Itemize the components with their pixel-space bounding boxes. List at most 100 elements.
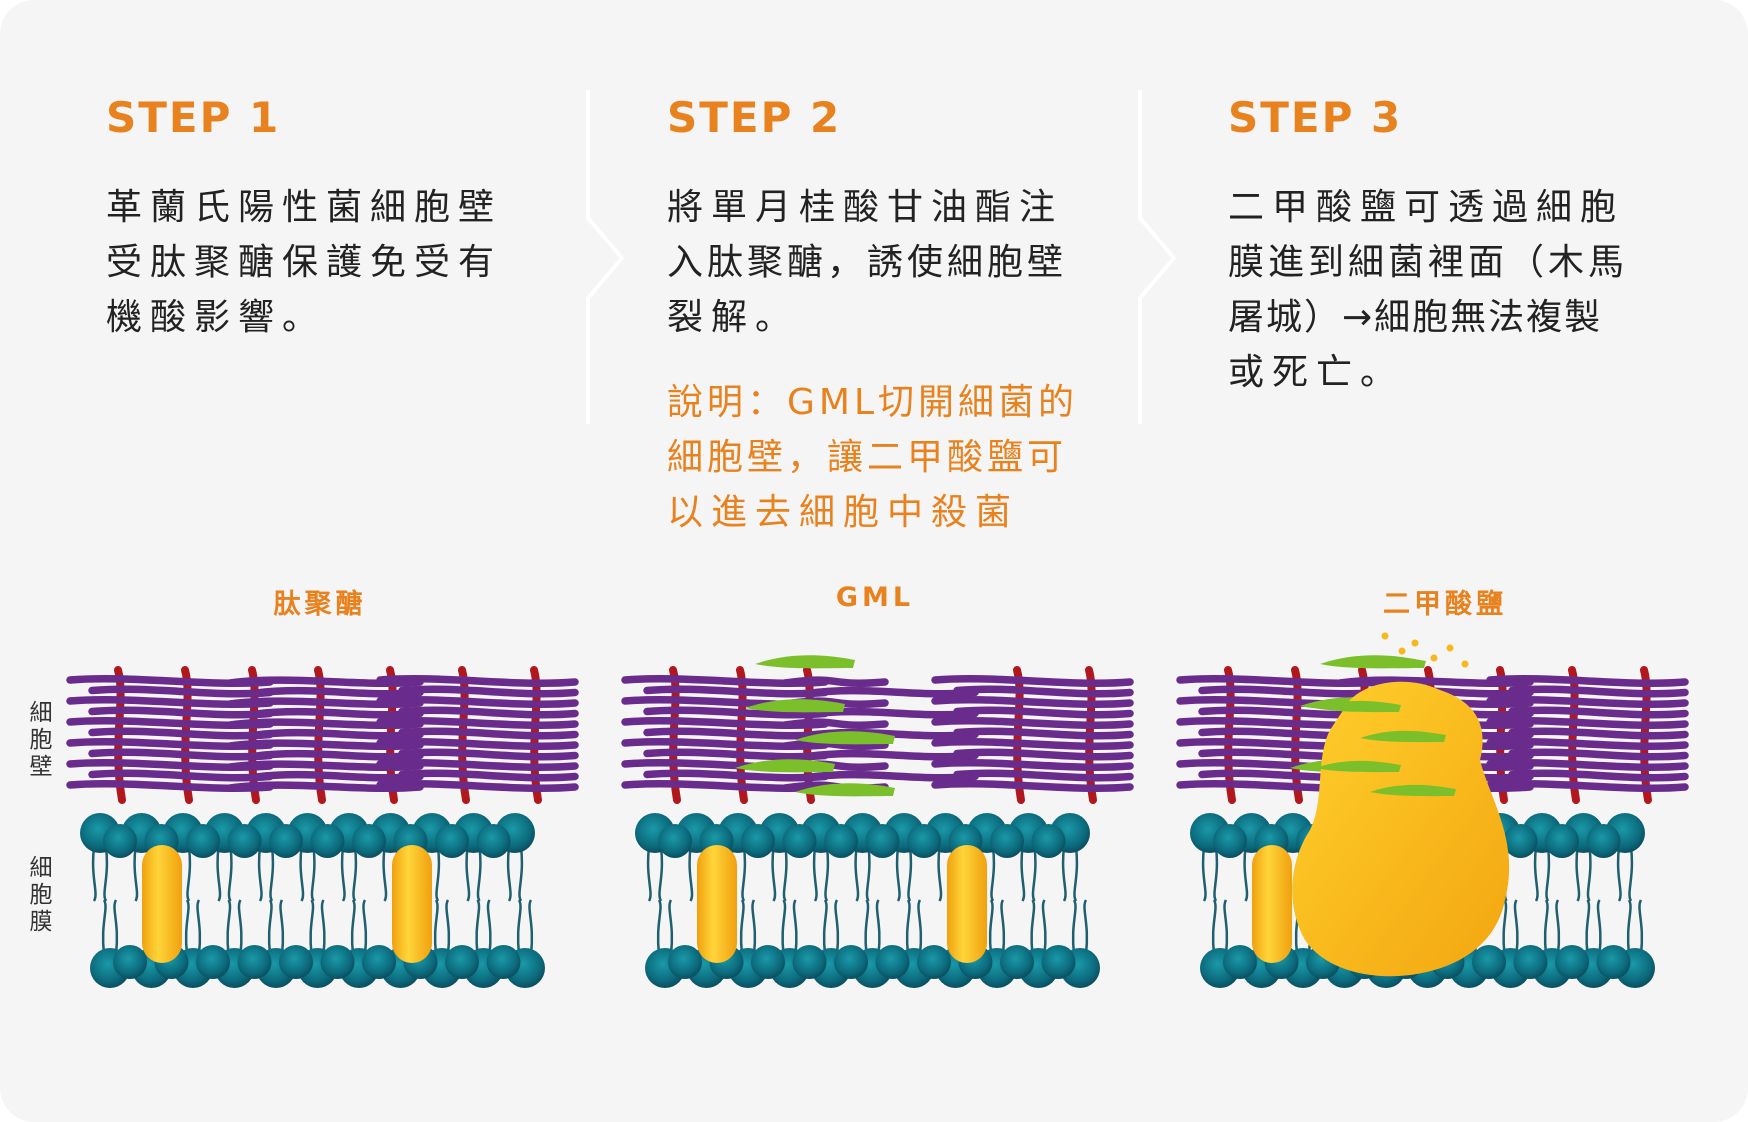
lipid-tail xyxy=(299,846,305,902)
glycan-strand xyxy=(248,749,424,761)
glycan-strand xyxy=(398,748,579,761)
lipid-tail xyxy=(1073,846,1079,902)
lipid-head xyxy=(782,824,817,858)
lipid-tail xyxy=(1585,899,1591,955)
gml-label: GML xyxy=(835,582,915,613)
step-3: STEP 3 二甲酸鹽可透過細胞 膜進到細菌裡面（木馬 屠城）→細胞無法複製 或… xyxy=(1228,90,1668,400)
gml-molecule xyxy=(745,699,845,713)
lipid-tail xyxy=(101,899,107,955)
lipid-tail xyxy=(237,899,243,955)
glycan-strand xyxy=(1486,780,1689,792)
glycan-strand xyxy=(248,707,424,719)
step-description: 革蘭氏陽性菌細胞壁 受肽聚醣保護免受有 機酸影響。 xyxy=(106,180,546,345)
lipid-tail xyxy=(1586,846,1592,902)
lipid-tail xyxy=(990,846,996,902)
gml-molecule xyxy=(755,655,855,669)
lipid-tail xyxy=(1000,899,1006,955)
glycan-strand xyxy=(953,769,1134,782)
glycan-strand xyxy=(1508,769,1689,782)
lipid-tail xyxy=(227,846,233,902)
glycan-strand xyxy=(376,759,579,771)
lipid-tail xyxy=(352,846,358,902)
glycan-strand xyxy=(376,675,579,687)
lipid-head xyxy=(1031,824,1066,858)
glycan-strand xyxy=(376,696,579,708)
description-line: 革蘭氏陽性菌細胞壁 xyxy=(106,187,503,228)
lipid-tail xyxy=(1555,899,1561,955)
lipid-head xyxy=(1041,945,1076,979)
lipid-tail xyxy=(1545,846,1551,902)
lipid-tail xyxy=(445,899,451,955)
lipid-tail xyxy=(656,899,662,955)
cell-wall-label: 細 胞 壁 xyxy=(26,700,56,781)
lipid-tail xyxy=(350,899,356,955)
lipid-tail xyxy=(1596,899,1602,955)
glycan-strand xyxy=(803,686,979,698)
lipid-tail xyxy=(1213,846,1219,902)
lipid-tail xyxy=(1061,846,1067,902)
lipid-tail xyxy=(824,846,830,902)
lipid-tail xyxy=(91,846,97,902)
lipid-tail xyxy=(1616,846,1622,902)
lipid-bilayer-icon xyxy=(635,813,1100,988)
membrane-protein xyxy=(1252,845,1292,963)
peptidoglycan-label: 肽聚醣 xyxy=(273,589,367,620)
lipid-head xyxy=(1223,945,1257,979)
glycan-strand xyxy=(1486,738,1689,750)
glycan-strand xyxy=(226,676,424,687)
lipid-head xyxy=(1503,824,1538,858)
glycan-strand xyxy=(1508,685,1689,698)
lipid-head xyxy=(186,824,220,858)
lipid-tail xyxy=(267,899,273,955)
lipid-tail xyxy=(1243,846,1249,902)
glycan-strand xyxy=(1508,706,1689,719)
lipid-tail xyxy=(1575,846,1581,902)
lipid-head xyxy=(476,824,511,858)
glycan-strand xyxy=(398,685,579,698)
lipid-head xyxy=(658,824,692,858)
gml-molecule xyxy=(795,731,895,745)
description-line: 入肽聚醣，誘使細胞壁 xyxy=(667,242,1068,283)
glycan-strand xyxy=(226,718,424,729)
cell-membrane-char: 細 xyxy=(29,855,53,881)
lipid-tail xyxy=(475,899,481,955)
glycan-strand xyxy=(248,770,424,782)
diformate-particle xyxy=(1461,660,1469,668)
lipid-head xyxy=(917,945,951,979)
lipid-tail xyxy=(133,846,139,902)
lipid-head xyxy=(113,945,147,979)
lipid-head xyxy=(279,945,313,979)
step-title: STEP 1 xyxy=(106,93,281,142)
lipid-tail xyxy=(1543,899,1549,955)
diformate-particle xyxy=(1430,654,1438,662)
lipid-tail xyxy=(1030,899,1036,955)
description-line: 屠城）→細胞無法複製 xyxy=(1228,297,1603,338)
description-line: 受肽聚醣保護免受有 xyxy=(106,242,503,283)
glycan-strand xyxy=(248,728,424,740)
lipid-head xyxy=(1545,824,1579,858)
step-note: 說明：GML切開細菌的 細胞壁，讓二甲酸鹽可 以進去細胞中殺菌 xyxy=(667,375,1107,540)
step-title: STEP 2 xyxy=(667,93,842,142)
glycan-strand xyxy=(931,738,1134,750)
lipid-head xyxy=(445,945,479,979)
gml-molecule-icon xyxy=(735,655,895,797)
lipid-tail xyxy=(1513,899,1519,955)
note-line: 說明：GML切開細菌的 xyxy=(667,382,1079,423)
cell-membrane-char: 胞 xyxy=(29,882,53,908)
glycan-strand xyxy=(781,739,889,750)
membrane-protein xyxy=(947,845,987,963)
cell-membrane-label: 細 胞 膜 xyxy=(26,855,56,936)
lipid-tail xyxy=(340,846,346,902)
diformate-particle xyxy=(1411,639,1419,647)
lipid-tail xyxy=(771,846,777,902)
diformate-blob xyxy=(1292,681,1510,977)
lipid-head xyxy=(227,824,262,858)
lipid-head xyxy=(668,945,702,979)
glycan-strand xyxy=(1508,727,1689,740)
lipid-head xyxy=(1596,945,1631,979)
lipid-head xyxy=(320,945,355,979)
lipid-tail xyxy=(113,899,119,955)
glycan-strand xyxy=(931,780,1134,792)
lipid-head xyxy=(990,824,1024,858)
glycan-strand xyxy=(398,727,579,740)
